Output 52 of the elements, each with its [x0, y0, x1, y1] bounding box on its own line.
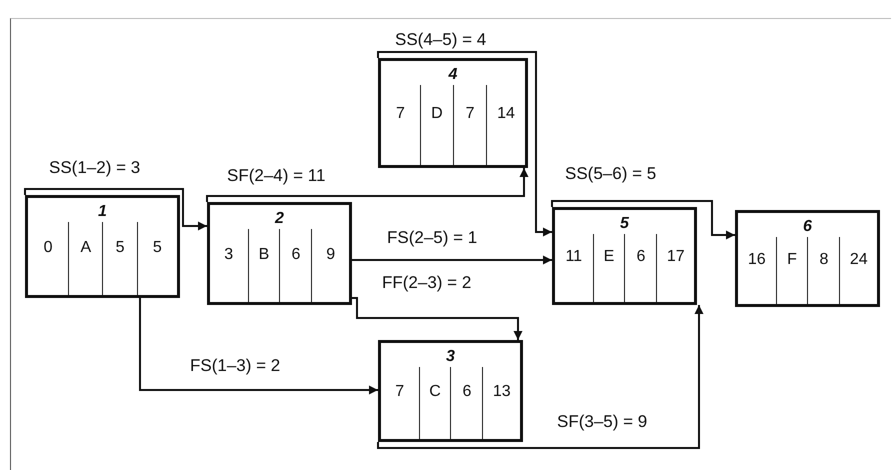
activity-number: 4	[448, 65, 458, 85]
activity-cell: 24	[839, 237, 877, 304]
activity-cell: 6	[624, 234, 656, 302]
activity-number: 2	[275, 209, 284, 229]
activity-cell: 6	[450, 367, 482, 439]
activity-cell: A	[68, 222, 102, 295]
activity-cell: 5	[136, 222, 177, 295]
activity-cell: D	[420, 85, 453, 165]
arrow	[24, 188, 207, 230]
arrow	[352, 297, 522, 340]
edge-label: SS(4–5) = 4	[393, 30, 488, 50]
arrow	[551, 200, 735, 240]
activity-number: 6	[803, 217, 812, 237]
activity-cell-text: 3	[223, 244, 234, 264]
activity-cell-text: 16	[746, 250, 767, 270]
activity-number: 3	[446, 347, 455, 367]
activity-cell: 9	[311, 229, 349, 302]
activity-cell: F	[776, 237, 808, 304]
arrow	[206, 168, 528, 202]
activity-cell-text: 0	[42, 238, 54, 258]
activity-box	[378, 58, 528, 168]
activity-cell: 17	[656, 234, 694, 302]
activity-number: 1	[98, 202, 107, 222]
activity-cell: 5	[102, 222, 137, 295]
activity-box	[25, 195, 180, 298]
arrow	[352, 256, 552, 264]
arrow	[377, 51, 552, 236]
activity-box	[378, 340, 523, 442]
activity-cell: 8	[807, 237, 840, 304]
activity-cell: 13	[482, 367, 520, 439]
arrow	[139, 298, 378, 394]
activity-cell: 14	[486, 85, 525, 165]
activity-box	[207, 202, 352, 305]
edge-label: FS(2–5) = 1	[385, 228, 480, 248]
edge-label: SS(5–6) = 5	[563, 164, 658, 184]
activity-cell-text: 7	[394, 104, 406, 124]
activity-cell-text: 7	[394, 382, 406, 402]
activity-box	[735, 210, 880, 307]
edge-label: FF(2–3) = 2	[380, 273, 474, 293]
edge-label: SS(1–2) = 3	[47, 158, 142, 178]
activity-number: 5	[620, 214, 629, 234]
arrow	[377, 305, 704, 449]
edge-label: FS(1–3) = 2	[188, 356, 282, 376]
edge-label: SF(3–5) = 9	[555, 412, 650, 432]
activity-cell: 7	[452, 85, 486, 165]
activity-cell: B	[248, 229, 280, 302]
activity-cell-text: 11	[564, 247, 584, 267]
activity-cell: C	[418, 367, 450, 439]
activity-box	[552, 207, 697, 305]
activity-cell: E	[592, 234, 624, 302]
edge-label: SF(2–4) = 11	[225, 166, 328, 186]
activity-cell: 6	[279, 229, 312, 302]
